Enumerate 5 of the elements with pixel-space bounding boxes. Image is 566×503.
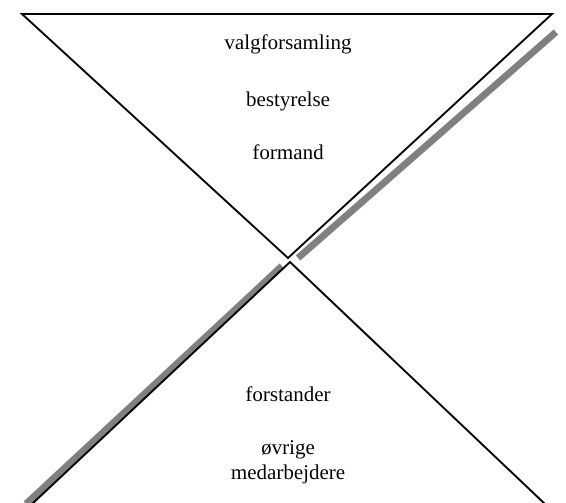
role-label: forstander: [244, 382, 332, 407]
role-label: formand: [251, 140, 325, 165]
role-label: valgforsamling: [223, 30, 353, 55]
role-label: øvrige medarbejdere: [230, 435, 346, 485]
role-label: bestyrelse: [245, 87, 331, 112]
